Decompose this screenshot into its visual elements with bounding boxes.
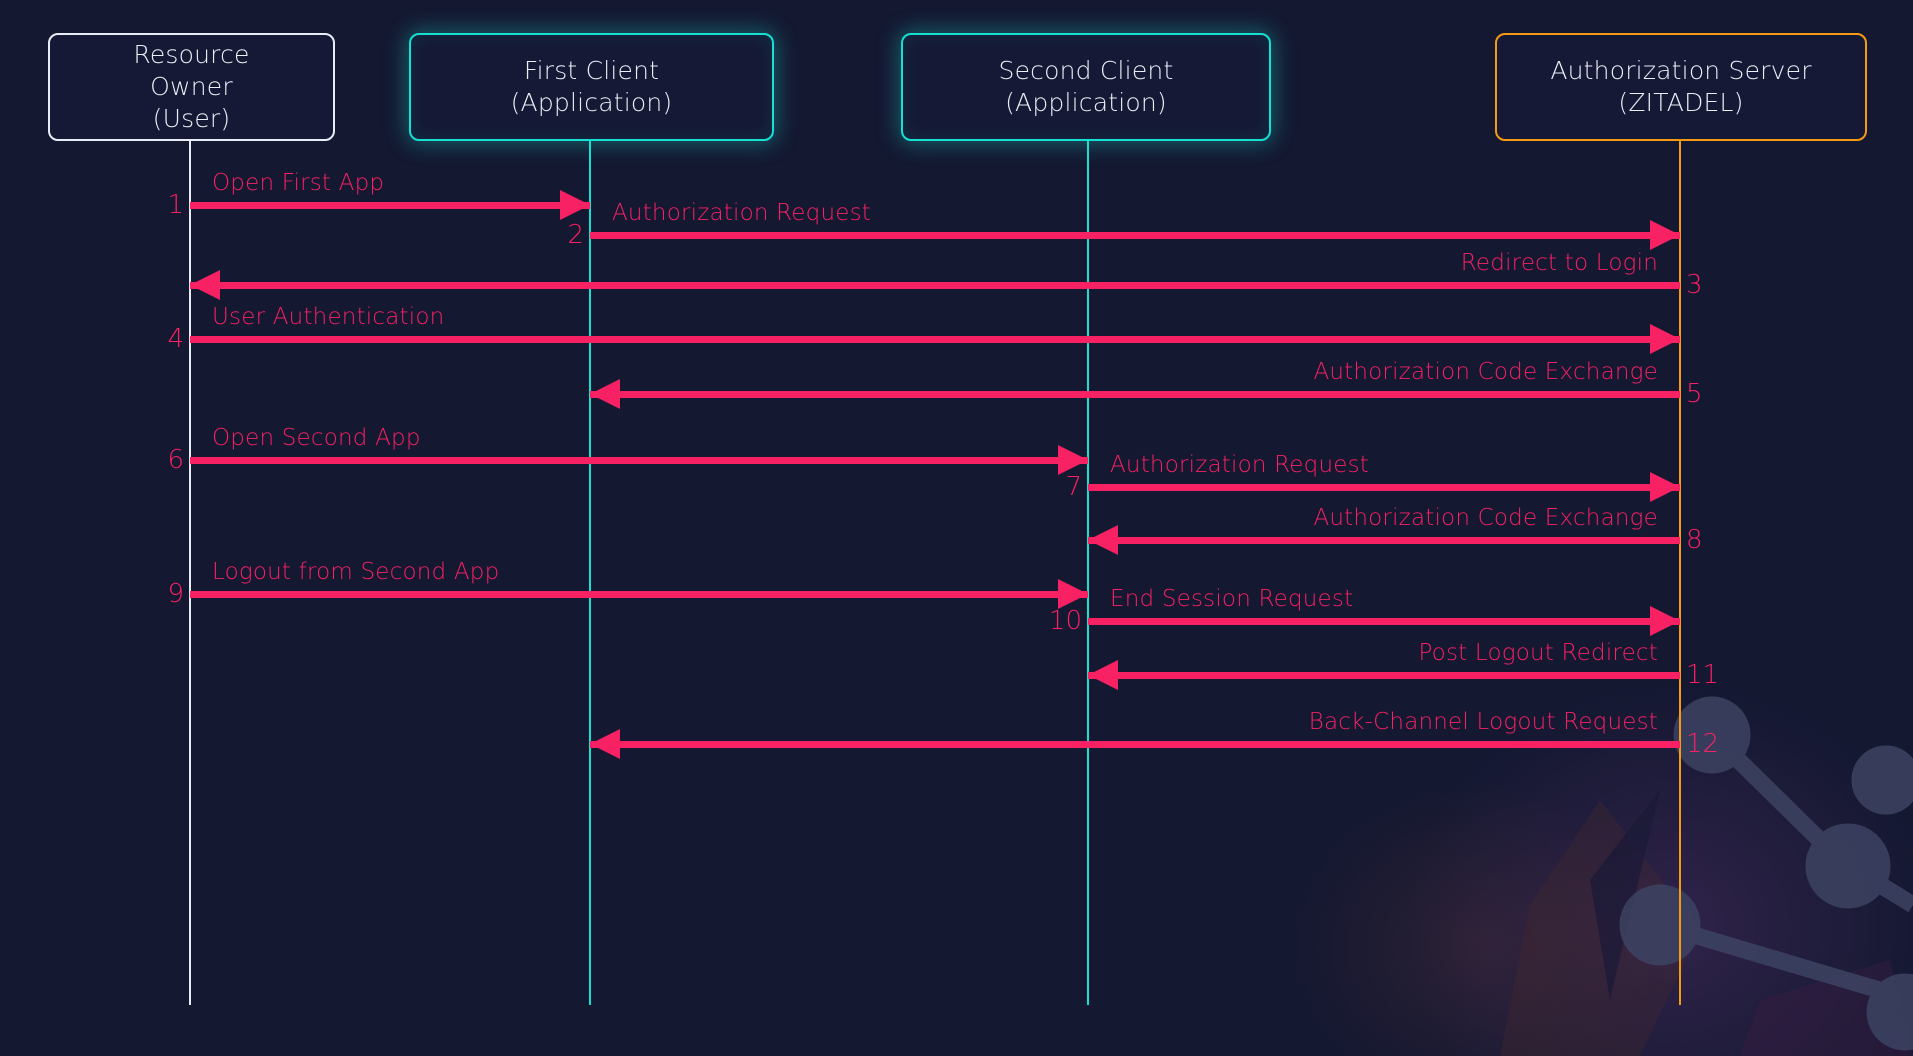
participant-label-server: Authorization Server (ZITADEL)	[1550, 56, 1812, 117]
message-sequence-number-3: 3	[1686, 270, 1703, 300]
arrowhead-2	[1650, 220, 1680, 250]
message-line-6	[190, 456, 1088, 464]
lifeline-server	[1679, 141, 1682, 1005]
arrowhead-6	[1058, 445, 1088, 475]
message-sequence-number-6: 6	[167, 445, 184, 475]
message-sequence-number-2: 2	[567, 220, 584, 250]
arrowhead-1	[560, 190, 590, 220]
message-label-7: Authorization Request	[1110, 452, 1369, 478]
arrowhead-7	[1650, 472, 1680, 502]
arrowhead-12	[590, 729, 620, 759]
message-sequence-number-4: 4	[167, 324, 184, 354]
background-glow-amber	[1213, 716, 1733, 1056]
message-sequence-number-11: 11	[1686, 660, 1720, 690]
message-line-3	[190, 281, 1680, 289]
participant-box-second: Second Client (Application)	[901, 33, 1271, 141]
message-line-8	[1088, 536, 1680, 544]
message-line-2	[590, 231, 1680, 239]
message-label-2: Authorization Request	[612, 200, 871, 226]
message-sequence-number-10: 10	[1048, 606, 1082, 636]
message-line-5	[590, 390, 1680, 398]
participant-box-server: Authorization Server (ZITADEL)	[1495, 33, 1867, 141]
message-label-4: User Authentication	[212, 304, 445, 330]
message-line-9	[190, 590, 1088, 598]
message-line-1	[190, 201, 590, 209]
lifeline-second	[1087, 141, 1090, 1005]
participant-box-ro: Resource Owner (User)	[48, 33, 335, 141]
message-label-11: Post Logout Redirect	[1418, 640, 1658, 666]
message-sequence-number-9: 9	[167, 579, 184, 609]
message-sequence-number-12: 12	[1686, 729, 1720, 759]
message-sequence-number-1: 1	[167, 190, 184, 220]
lifeline-first	[589, 141, 592, 1005]
message-label-12: Back-Channel Logout Request	[1308, 709, 1658, 735]
message-line-12	[590, 740, 1680, 748]
message-line-10	[1088, 617, 1680, 625]
message-sequence-number-5: 5	[1686, 379, 1703, 409]
message-label-6: Open Second App	[212, 425, 421, 451]
arrowhead-4	[1650, 324, 1680, 354]
participant-label-first: First Client (Application)	[510, 56, 673, 117]
message-sequence-number-8: 8	[1686, 525, 1703, 555]
message-line-4	[190, 335, 1680, 343]
message-label-9: Logout from Second App	[212, 559, 500, 585]
message-sequence-number-7: 7	[1065, 472, 1082, 502]
arrowhead-11	[1088, 660, 1118, 690]
arrowhead-10	[1650, 606, 1680, 636]
message-label-1: Open First App	[212, 170, 385, 196]
arrowhead-9	[1058, 579, 1088, 609]
arrowhead-5	[590, 379, 620, 409]
participant-label-second: Second Client (Application)	[998, 56, 1174, 117]
arrowhead-8	[1088, 525, 1118, 555]
message-line-7	[1088, 483, 1680, 491]
message-label-5: Authorization Code Exchange	[1313, 359, 1658, 385]
message-line-11	[1088, 671, 1680, 679]
lifeline-ro	[189, 141, 192, 1005]
message-label-3: Redirect to Login	[1460, 250, 1658, 276]
message-label-10: End Session Request	[1110, 586, 1354, 612]
participant-box-first: First Client (Application)	[409, 33, 774, 141]
participant-label-ro: Resource Owner (User)	[133, 40, 250, 133]
arrowhead-3	[190, 270, 220, 300]
message-label-8: Authorization Code Exchange	[1313, 505, 1658, 531]
